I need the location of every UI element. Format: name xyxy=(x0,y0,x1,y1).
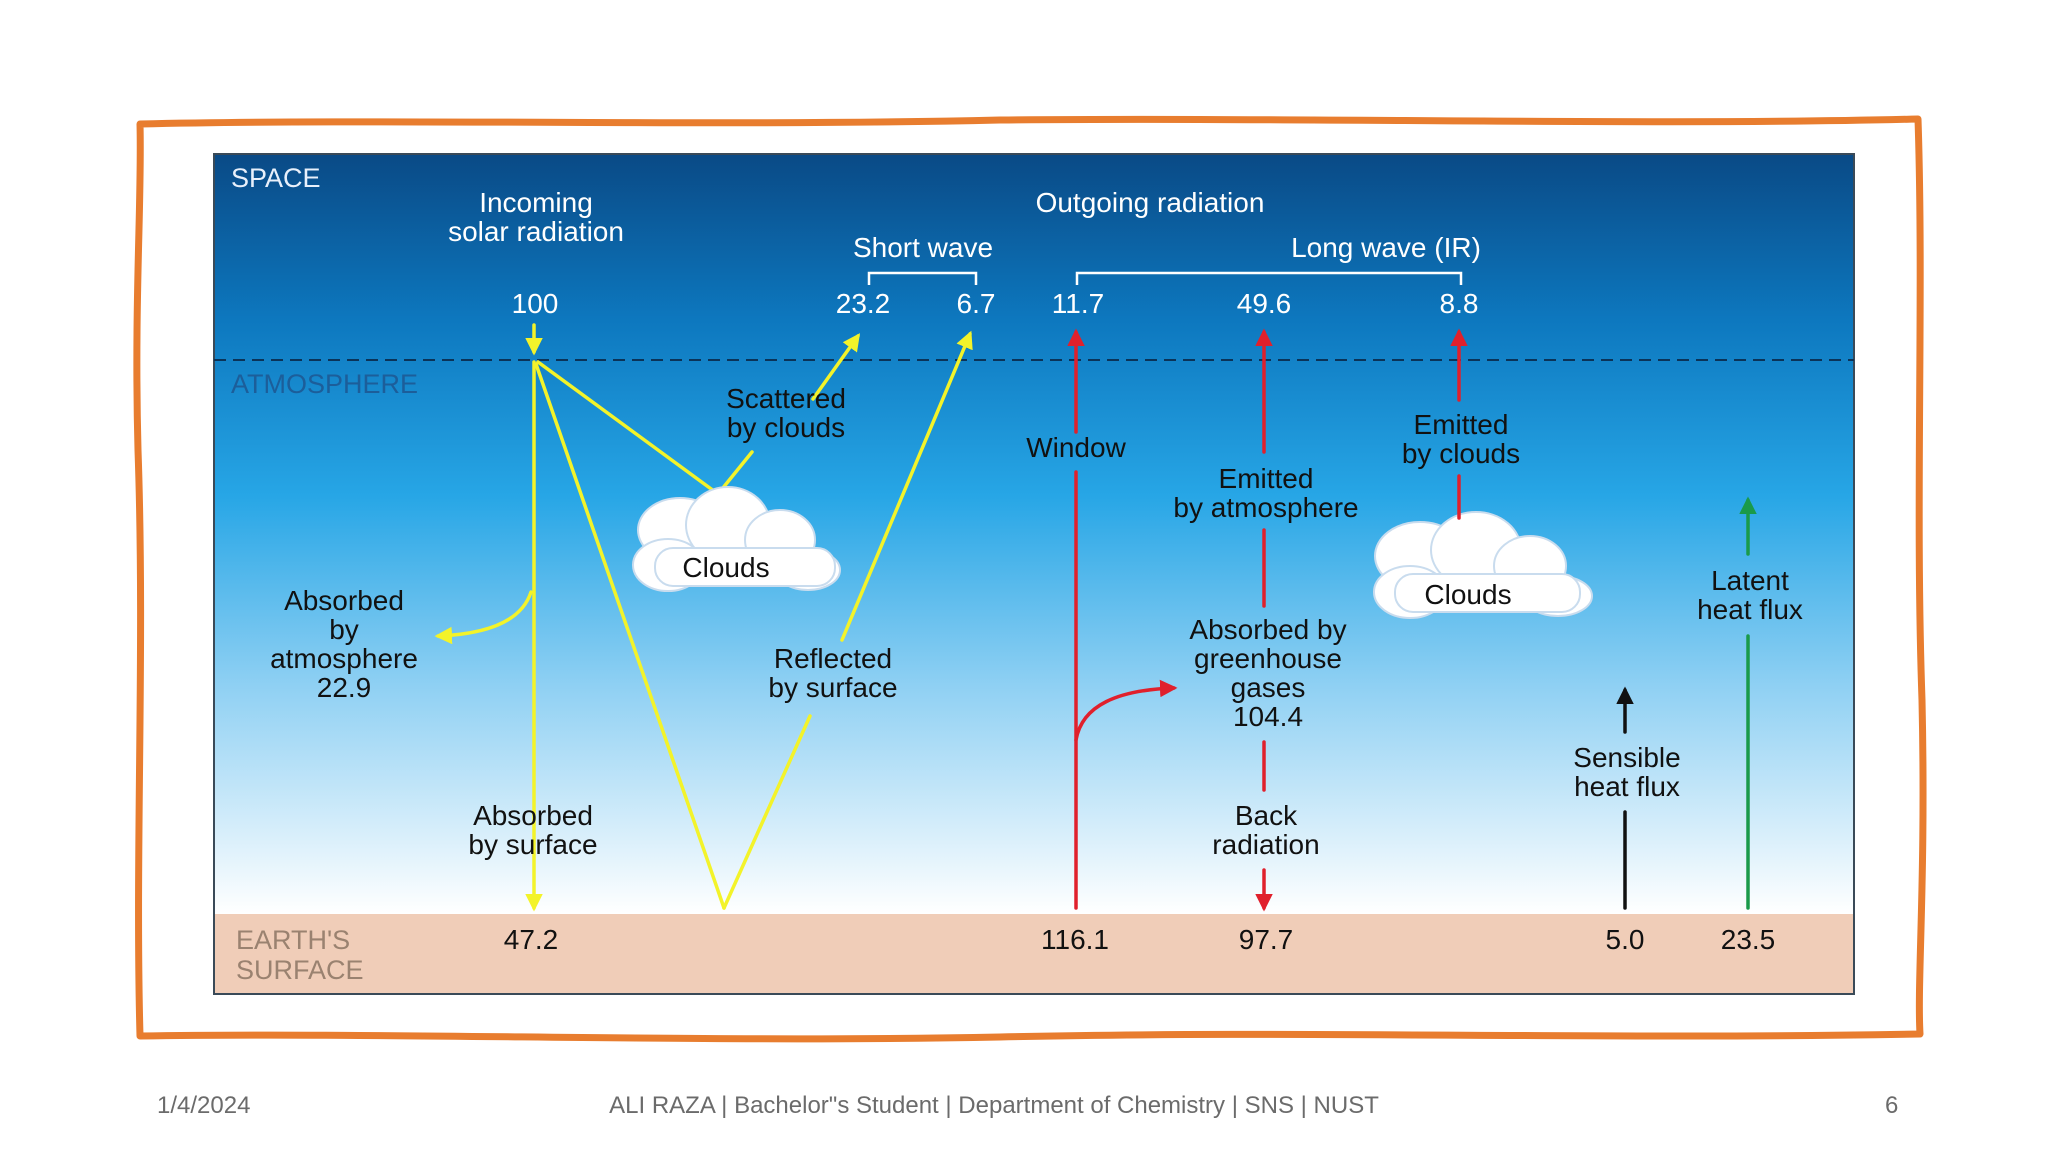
sensible-label-line1: Sensible xyxy=(1573,742,1680,773)
footer-author: ALI RAZA | Bachelor"s Student | Departme… xyxy=(609,1092,1379,1119)
absorbed-greenhouse-label-line3: gases xyxy=(1231,672,1306,703)
sky-panel xyxy=(214,154,1854,914)
scattered-arrow xyxy=(811,333,861,401)
absorbed-greenhouse-label-line2: greenhouse xyxy=(1194,643,1342,674)
zone-surface-label-line1: EARTH'S xyxy=(236,925,350,955)
reflected-label-line2: by surface xyxy=(768,672,897,703)
absorbed-greenhouse-label-line1: Absorbed by xyxy=(1189,614,1346,645)
frame-border xyxy=(133,115,1927,1043)
absorbed-atmosphere-arrow xyxy=(434,590,533,645)
footer-page-number: 6 xyxy=(1885,1092,1899,1119)
short-wave-bracket xyxy=(867,271,978,285)
long-wave-value-atmosphere: 49.6 xyxy=(1237,288,1292,319)
long-wave-value-clouds: 8.8 xyxy=(1440,288,1479,319)
window-label: Window xyxy=(1026,432,1126,463)
absorbed-atmosphere-label-line2: by xyxy=(329,614,359,645)
long-wave-label: Long wave (IR) xyxy=(1291,232,1481,263)
long-wave-bracket xyxy=(1075,271,1463,285)
long-wave-value-window: 11.7 xyxy=(1052,288,1104,319)
incoming-label-line1: Incoming xyxy=(479,187,593,218)
emitted-atmosphere-label-line1: Emitted xyxy=(1219,463,1314,494)
diagram-border xyxy=(213,153,1855,995)
reflected-label-line1: Reflected xyxy=(774,643,892,674)
short-wave-label: Short wave xyxy=(853,232,993,263)
emitted-clouds-label-line2: by clouds xyxy=(1402,438,1520,469)
absorbed-surface-label-line2: by surface xyxy=(468,829,597,860)
absorbed-atmosphere-label-line1: Absorbed xyxy=(284,585,404,616)
absorbed-surface-label-line1: Absorbed xyxy=(473,800,593,831)
cloud-right-label: Clouds xyxy=(1424,579,1511,610)
latent-label-line1: Latent xyxy=(1711,565,1789,596)
surface-value-absorbed: 47.2 xyxy=(504,924,559,955)
surface-value-latent: 23.5 xyxy=(1721,924,1776,955)
cloud-left-icon xyxy=(632,486,841,592)
zone-space-label: SPACE xyxy=(231,163,321,193)
short-wave-value-reflected: 6.7 xyxy=(957,288,996,319)
cloud-left-label: Clouds xyxy=(682,552,769,583)
zone-atmosphere-label: ATMOSPHERE xyxy=(231,369,418,399)
emitted-clouds-label-line1: Emitted xyxy=(1414,409,1509,440)
incoming-label-line2: solar radiation xyxy=(448,216,624,247)
scattered-label-line2: by clouds xyxy=(727,412,845,443)
zone-surface-label-line2: SURFACE xyxy=(236,955,364,985)
reflected-lower-path xyxy=(722,714,812,910)
back-radiation-label-line2: radiation xyxy=(1212,829,1319,860)
back-radiation-label-line1: Back xyxy=(1235,800,1298,831)
absorbed-greenhouse-value: 104.4 xyxy=(1233,701,1303,732)
absorbed-greenhouse-arrow xyxy=(1074,679,1178,742)
sensible-label-line2: heat flux xyxy=(1574,771,1680,802)
cloud-right-icon xyxy=(1373,511,1593,619)
emitted-atmosphere-label-line2: by atmosphere xyxy=(1173,492,1358,523)
reflected-incoming-path xyxy=(534,362,726,910)
surface-value-sensible: 5.0 xyxy=(1606,924,1645,955)
reflected-upper-arrow xyxy=(840,330,973,642)
latent-label-line2: heat flux xyxy=(1697,594,1803,625)
absorbed-atmosphere-label-line3: atmosphere xyxy=(270,643,418,674)
short-wave-value-scattered: 23.2 xyxy=(836,288,891,319)
scattered-label-line1: Scattered xyxy=(726,383,846,414)
surface-value-back-radiation: 97.7 xyxy=(1239,924,1294,955)
outgoing-label: Outgoing radiation xyxy=(1036,187,1265,218)
surface-value-emitted: 116.1 xyxy=(1041,924,1109,955)
surface-panel xyxy=(214,914,1854,994)
absorbed-atmosphere-value: 22.9 xyxy=(317,672,372,703)
footer-date: 1/4/2024 xyxy=(157,1092,251,1119)
incoming-value: 100 xyxy=(512,288,559,319)
